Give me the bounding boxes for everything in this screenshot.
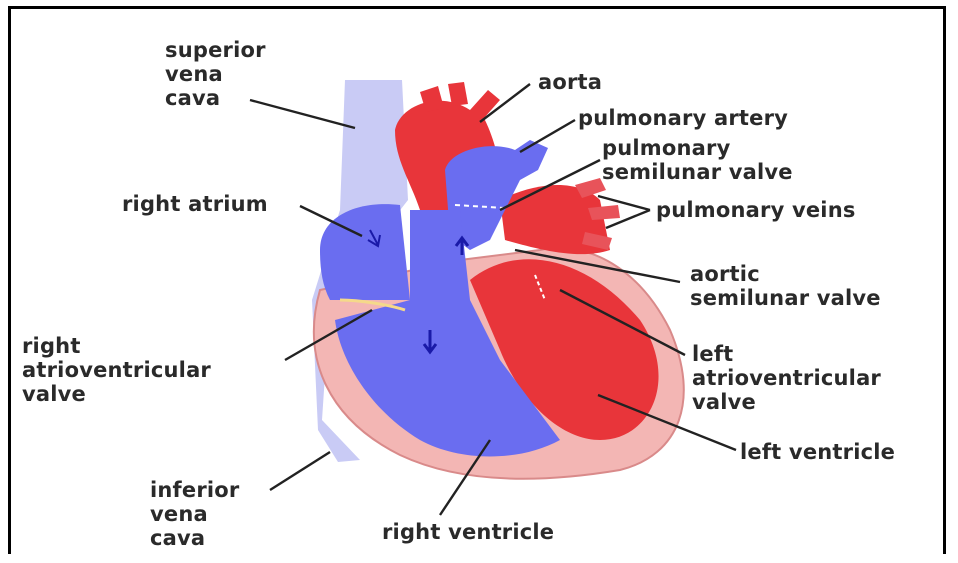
right-atrium-shape bbox=[320, 204, 410, 300]
label-pulmonary-semilunar-valve: pulmonary semilunar valve bbox=[602, 136, 793, 184]
label-aorta: aorta bbox=[538, 70, 602, 94]
label-pulmonary-veins: pulmonary veins bbox=[656, 198, 856, 222]
label-right-atrioventricular-valve: right atrioventricular valve bbox=[22, 334, 211, 406]
label-left-atrioventricular-valve: left atrioventricular valve bbox=[692, 342, 881, 414]
label-right-ventricle: right ventricle bbox=[382, 520, 554, 544]
leader-superior-vena-cava bbox=[250, 100, 355, 128]
leader-inferior-vena-cava bbox=[270, 452, 330, 490]
label-left-ventricle: left ventricle bbox=[740, 440, 895, 464]
label-pulmonary-artery: pulmonary artery bbox=[578, 106, 788, 130]
label-inferior-vena-cava: inferior vena cava bbox=[150, 478, 239, 550]
label-right-atrium: right atrium bbox=[122, 192, 268, 216]
label-aortic-semilunar-valve: aortic semilunar valve bbox=[690, 262, 881, 310]
leader-pulmonary-artery bbox=[520, 120, 575, 152]
label-superior-vena-cava: superior vena cava bbox=[165, 38, 266, 110]
